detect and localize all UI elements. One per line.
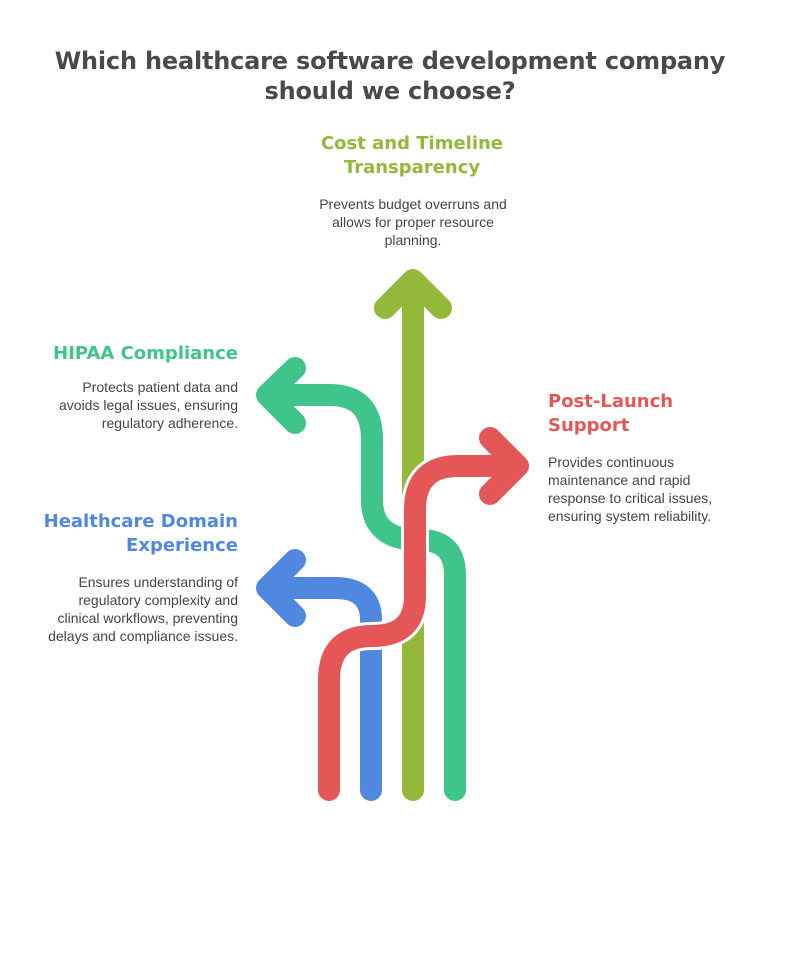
hipaa-heading: HIPAA Compliance (53, 343, 238, 364)
hipaa-description: Protects patient data and avoids legal i… (59, 379, 238, 431)
cost-description: Prevents budget overruns and allows for … (319, 196, 507, 248)
domain-arrow (256, 549, 382, 801)
cost-heading: Cost and Timeline Transparency (320, 133, 504, 178)
hipaa-arrow (256, 357, 466, 801)
domain-heading: Healthcare Domain Experience (43, 511, 238, 556)
page-title: Which healthcare software development co… (54, 47, 726, 105)
support-description: Provides continuous maintenance and rapi… (548, 454, 713, 524)
arrow-up-icon (374, 269, 452, 319)
domain-description: Ensures understanding of regulatory comp… (48, 574, 238, 644)
support-heading: Post-Launch Support (548, 391, 674, 436)
support-arrow (315, 427, 529, 804)
arrow-left-icon (256, 357, 306, 434)
arrow-left-icon (256, 549, 306, 627)
arrow-right-icon (479, 427, 529, 505)
